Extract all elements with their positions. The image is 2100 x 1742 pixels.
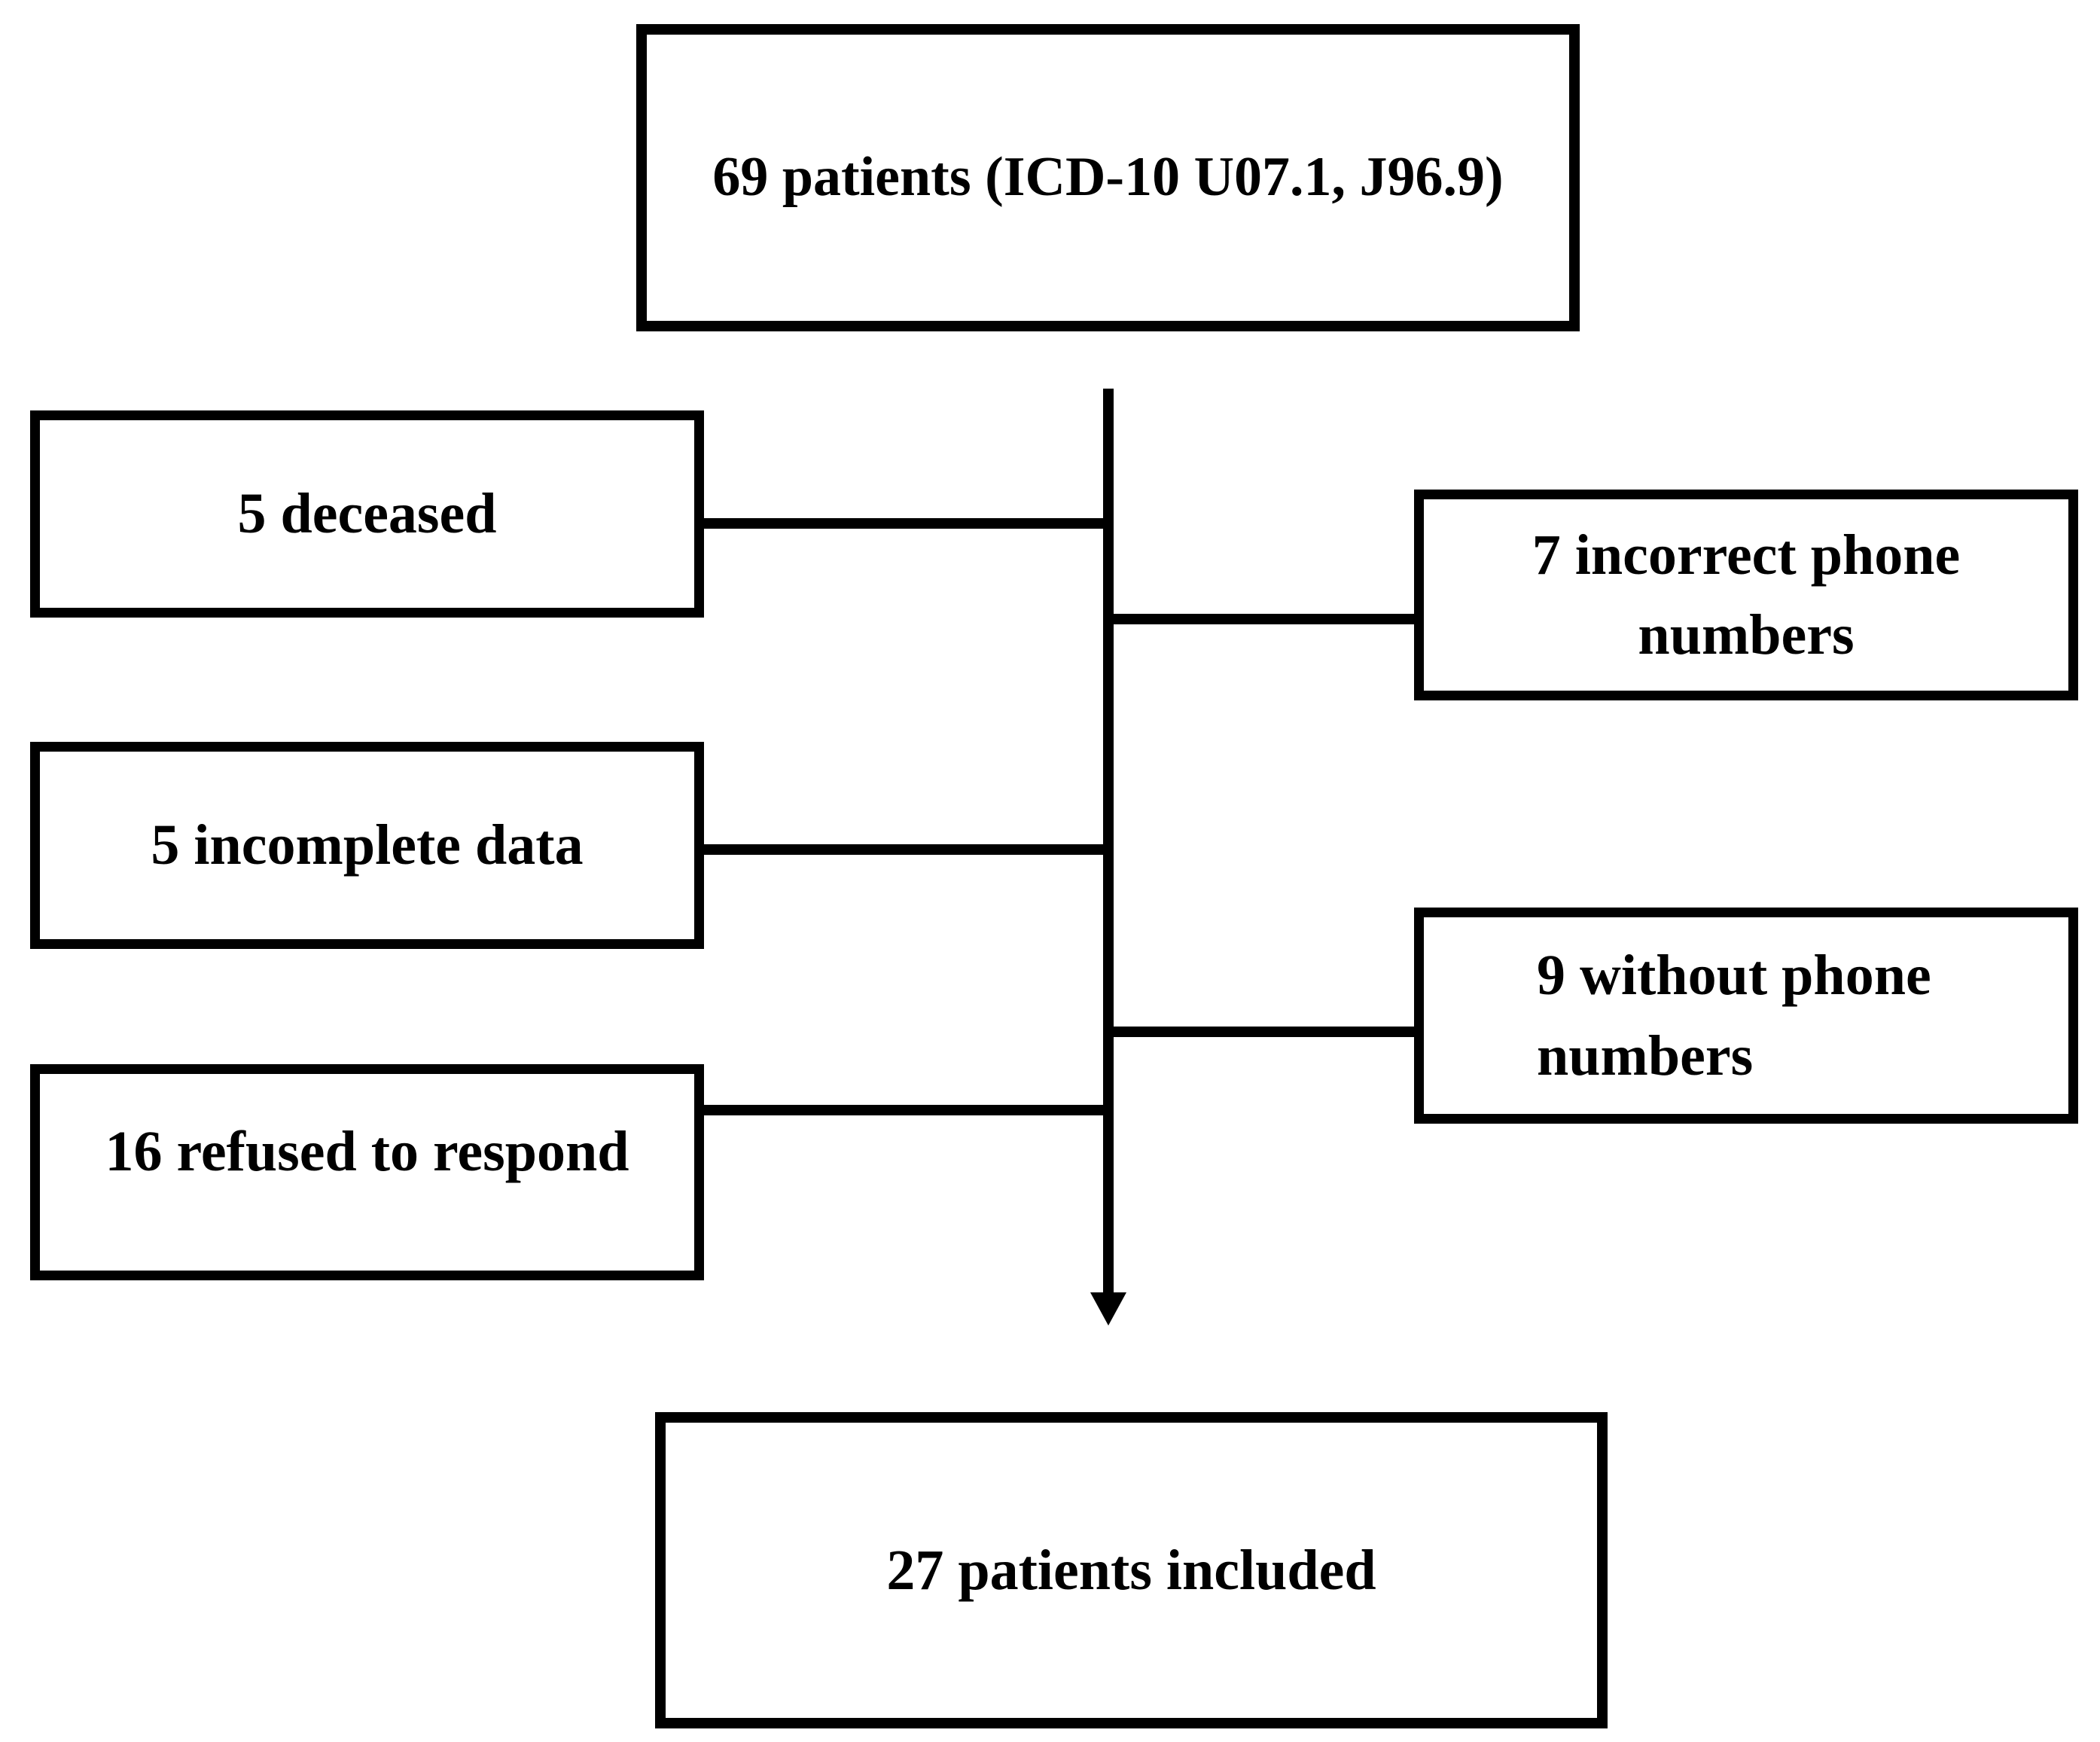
connector-incorrect-phone-line [1103,614,1424,624]
total-patients-box: 69 patients (ICD-10 U07.1, J96.9) [636,24,1580,331]
total-patients-label: 69 patients (ICD-10 U07.1, J96.9) [712,146,1504,209]
included-patients-label: 27 patients included [886,1538,1376,1602]
refused-to-respond-box: 16 refused to respond [30,1064,704,1280]
incorrect-phone-label: 7 incorrect phone numbers [1532,523,1961,667]
deceased-box: 5 deceased [30,410,704,618]
connector-incomplete-line [700,844,1111,855]
connector-refused-line [700,1105,1111,1115]
connector-deceased-line [700,518,1111,529]
incomplete-data-label: 5 incomplete data [151,813,584,877]
without-phone-box: 9 without phone numbers [1414,908,2078,1124]
connector-no-phone-line [1103,1027,1424,1037]
arrow-down-icon [1090,1292,1126,1326]
deceased-label: 5 deceased [237,482,497,546]
included-patients-box: 27 patients included [655,1412,1608,1728]
without-phone-label: 9 without phone numbers [1537,944,1931,1088]
incorrect-phone-box: 7 incorrect phone numbers [1414,490,2078,700]
refused-to-respond-label: 16 refused to respond [105,1120,629,1183]
incomplete-data-box: 5 incomplete data [30,742,704,949]
